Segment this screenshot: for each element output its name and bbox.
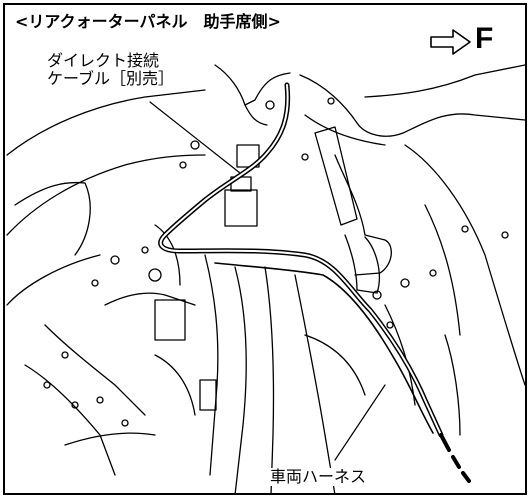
front-label: F (475, 22, 494, 55)
hollow-right-arrow-icon (430, 29, 471, 55)
cable-label-line1: ダイレクト接続 (47, 51, 160, 70)
panel-line (204, 254, 219, 476)
harness-leader-line (334, 384, 386, 461)
panel-line (44, 324, 146, 416)
direct-cable (158, 82, 444, 438)
panel-line (304, 334, 366, 396)
cable-continuation (439, 433, 471, 483)
connector-block (224, 189, 258, 227)
body-contour (6, 89, 206, 156)
bracket-contour (334, 154, 392, 276)
body-contour (244, 104, 268, 126)
vehicle-harness-callout: 車両ハーネス (268, 467, 369, 487)
panel-line (154, 354, 196, 416)
panel-line (294, 274, 336, 493)
cable-label-line2: ケーブル［別売］ (47, 69, 175, 89)
panel-line (64, 432, 156, 446)
diagram-frame: <リアクォーターパネル 助手席側> F ダイレクト接続 ケーブル［別売］ 車両ハ… (3, 3, 527, 495)
bracket-contour (344, 234, 380, 294)
direct-cable-core (159, 84, 442, 436)
body-contour (404, 144, 525, 386)
panel-line (234, 266, 247, 493)
cable-leader-line (149, 101, 241, 174)
quarter-panel-illustration (6, 64, 525, 493)
body-contour (424, 204, 461, 336)
panel-line (444, 334, 461, 436)
bracket-contour (314, 126, 358, 226)
direct-cable-callout: ダイレクト接続 ケーブル［別売］ (45, 51, 177, 89)
connector-block (199, 379, 217, 411)
panel-line (154, 224, 181, 286)
body-contour (6, 254, 101, 306)
body-contour (214, 64, 291, 106)
body-contour (304, 114, 386, 146)
bolt-holes (43, 97, 509, 427)
body-contour (299, 74, 525, 137)
connector-block (154, 299, 186, 341)
diagram-title: <リアクォーターパネル 助手席側> (13, 12, 283, 32)
body-contour (6, 154, 206, 236)
front-direction-indicator: F (429, 22, 509, 60)
panel-line (24, 364, 116, 476)
vehicle-harness (214, 262, 434, 434)
panel-line (104, 292, 196, 306)
panel-line (264, 266, 275, 493)
body-contour (364, 64, 525, 98)
body-contour (14, 181, 91, 256)
